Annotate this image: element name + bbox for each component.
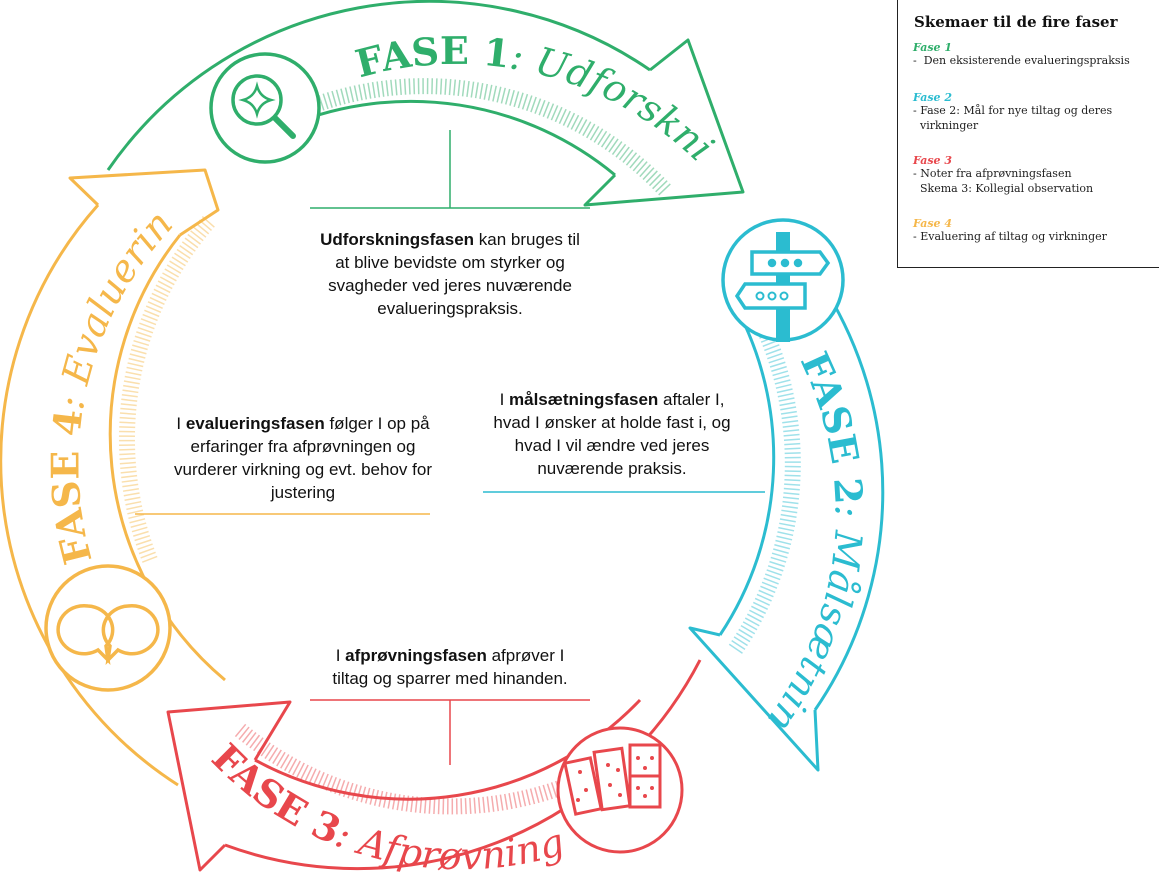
phase-cycle-diagram: FASE 1: Udforskning FASE 2: Målsætning F… <box>0 0 885 878</box>
phase1-arrow <box>106 0 745 207</box>
phase3-description: I afprøvningsfasen afprøver I tiltag og … <box>332 646 568 688</box>
dominoes-icon <box>556 726 684 854</box>
legend-phase4-label: Fase 4 <box>913 217 953 230</box>
inner-glow-arcs <box>119 78 801 815</box>
legend-phase3-label: Fase 3 <box>913 154 953 167</box>
phase1-description: Udforskningsfasen kan bruges til at bliv… <box>320 230 580 318</box>
magnifier-sparkle-icon <box>209 52 321 164</box>
leader-lines <box>135 130 765 765</box>
phase4-description: I evalueringsfasen følger I op på erfari… <box>174 414 432 502</box>
legend-phase2-label: Fase 2 <box>913 91 953 104</box>
legend-phase3-text[interactable]: - Noter fra afprøvningsfasen Skema 3: Ko… <box>913 167 1094 195</box>
legend-phase1-text[interactable]: - Den eksisterende evalueringspraksis <box>913 54 1130 67</box>
signpost-icon <box>721 218 845 342</box>
phase4-arrow <box>0 168 226 787</box>
speech-bubbles-icon <box>44 564 172 692</box>
legend-phase1-label: Fase 1 <box>913 41 953 54</box>
legend-phase4-text[interactable]: - Evaluering af tiltag og virkninger <box>913 230 1107 243</box>
phase2-description: I målsætningsfasen aftaler I, hvad I øns… <box>493 390 731 478</box>
legend-phase2-text[interactable]: - Fase 2: Mål for nye tiltag og deres vi… <box>913 104 1113 132</box>
forms-legend-box: Skemaer til de fire faser Fase 1 - Den e… <box>897 0 1159 268</box>
legend-title: Skemaer til de fire faser <box>914 13 1118 31</box>
